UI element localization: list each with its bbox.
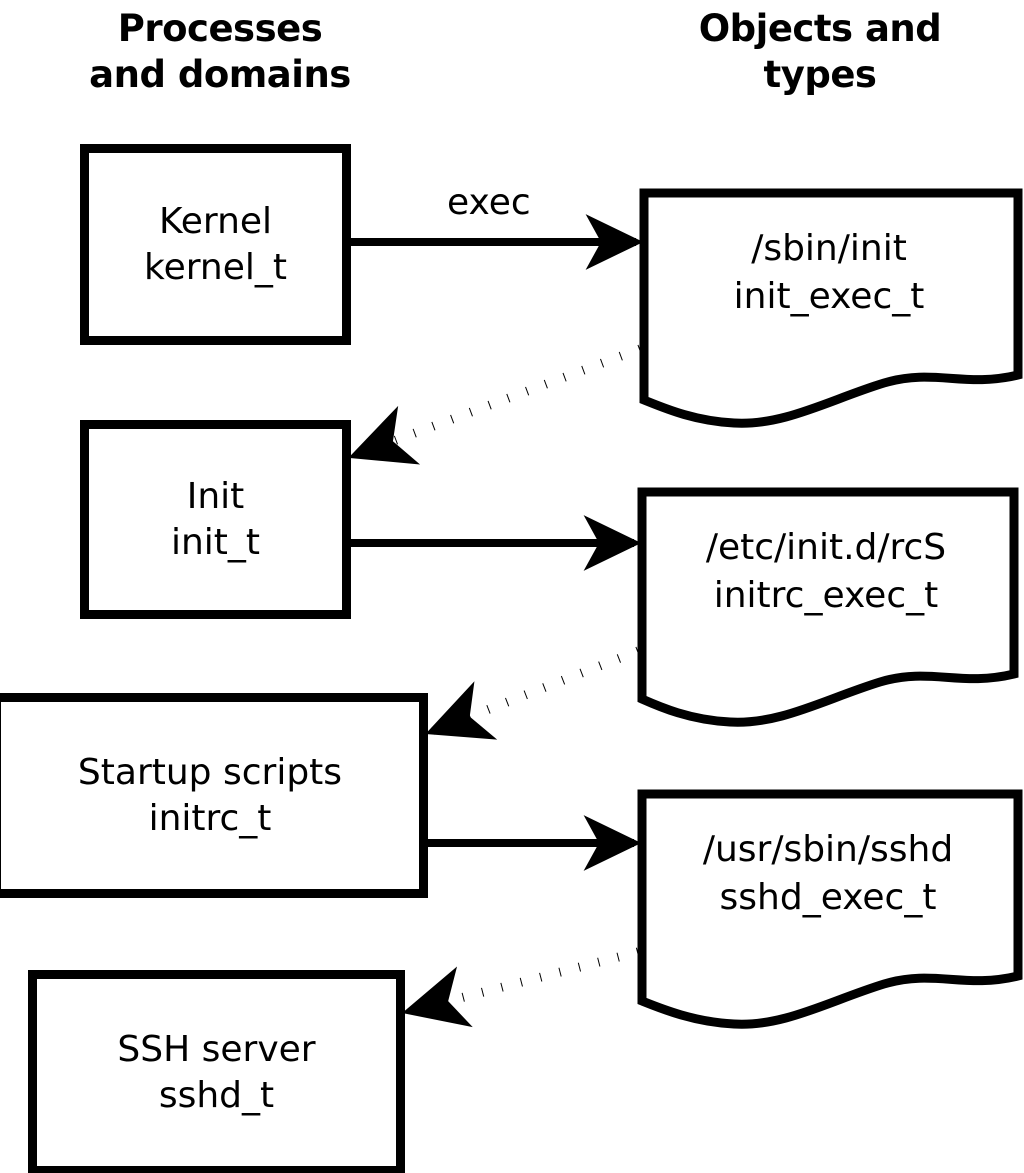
edge-initrc-exec-becomes-initrc — [425, 646, 640, 740]
process-init-type: init_t — [170, 521, 261, 563]
document-shape-icon — [637, 789, 1023, 1029]
process-kernel-type: kernel_t — [144, 246, 287, 288]
heading-objects-line2: types — [763, 53, 877, 96]
document-shape-icon — [637, 487, 1019, 727]
heading-objects-line1: Objects and — [698, 7, 942, 50]
process-kernel-name: Kernel — [158, 200, 273, 242]
document-shape-icon — [639, 188, 1023, 428]
process-box-kernel[interactable]: Kernel kernel_t — [80, 144, 351, 345]
object-document-init-exec[interactable]: /sbin/init init_exec_t — [634, 183, 1024, 433]
column-heading-objects: Objects and types — [620, 6, 1020, 98]
object-document-initrc-exec[interactable]: /etc/init.d/rcS initrc_exec_t — [632, 482, 1020, 732]
edge-sshd-exec-becomes-sshd — [402, 947, 640, 1028]
heading-processes-line2: and domains — [89, 53, 351, 96]
process-sshd-type: sshd_t — [158, 1074, 275, 1116]
edge-label-exec: exec — [447, 182, 531, 223]
column-heading-processes: Processes and domains — [30, 6, 410, 98]
process-sshd-name: SSH server — [117, 1028, 316, 1070]
process-box-ssh-server[interactable]: SSH server sshd_t — [28, 970, 405, 1173]
heading-processes-line1: Processes — [117, 7, 323, 50]
process-initrc-type: initrc_t — [148, 797, 272, 839]
process-init-name: Init — [186, 475, 245, 517]
edge-init-exec-becomes-init — [348, 344, 642, 465]
process-initrc-name: Startup scripts — [77, 751, 343, 793]
process-box-startup-scripts[interactable]: Startup scripts initrc_t — [0, 693, 428, 898]
object-document-sshd-exec[interactable]: /usr/sbin/sshd sshd_exec_t — [632, 784, 1024, 1034]
process-box-init[interactable]: Init init_t — [80, 420, 351, 619]
